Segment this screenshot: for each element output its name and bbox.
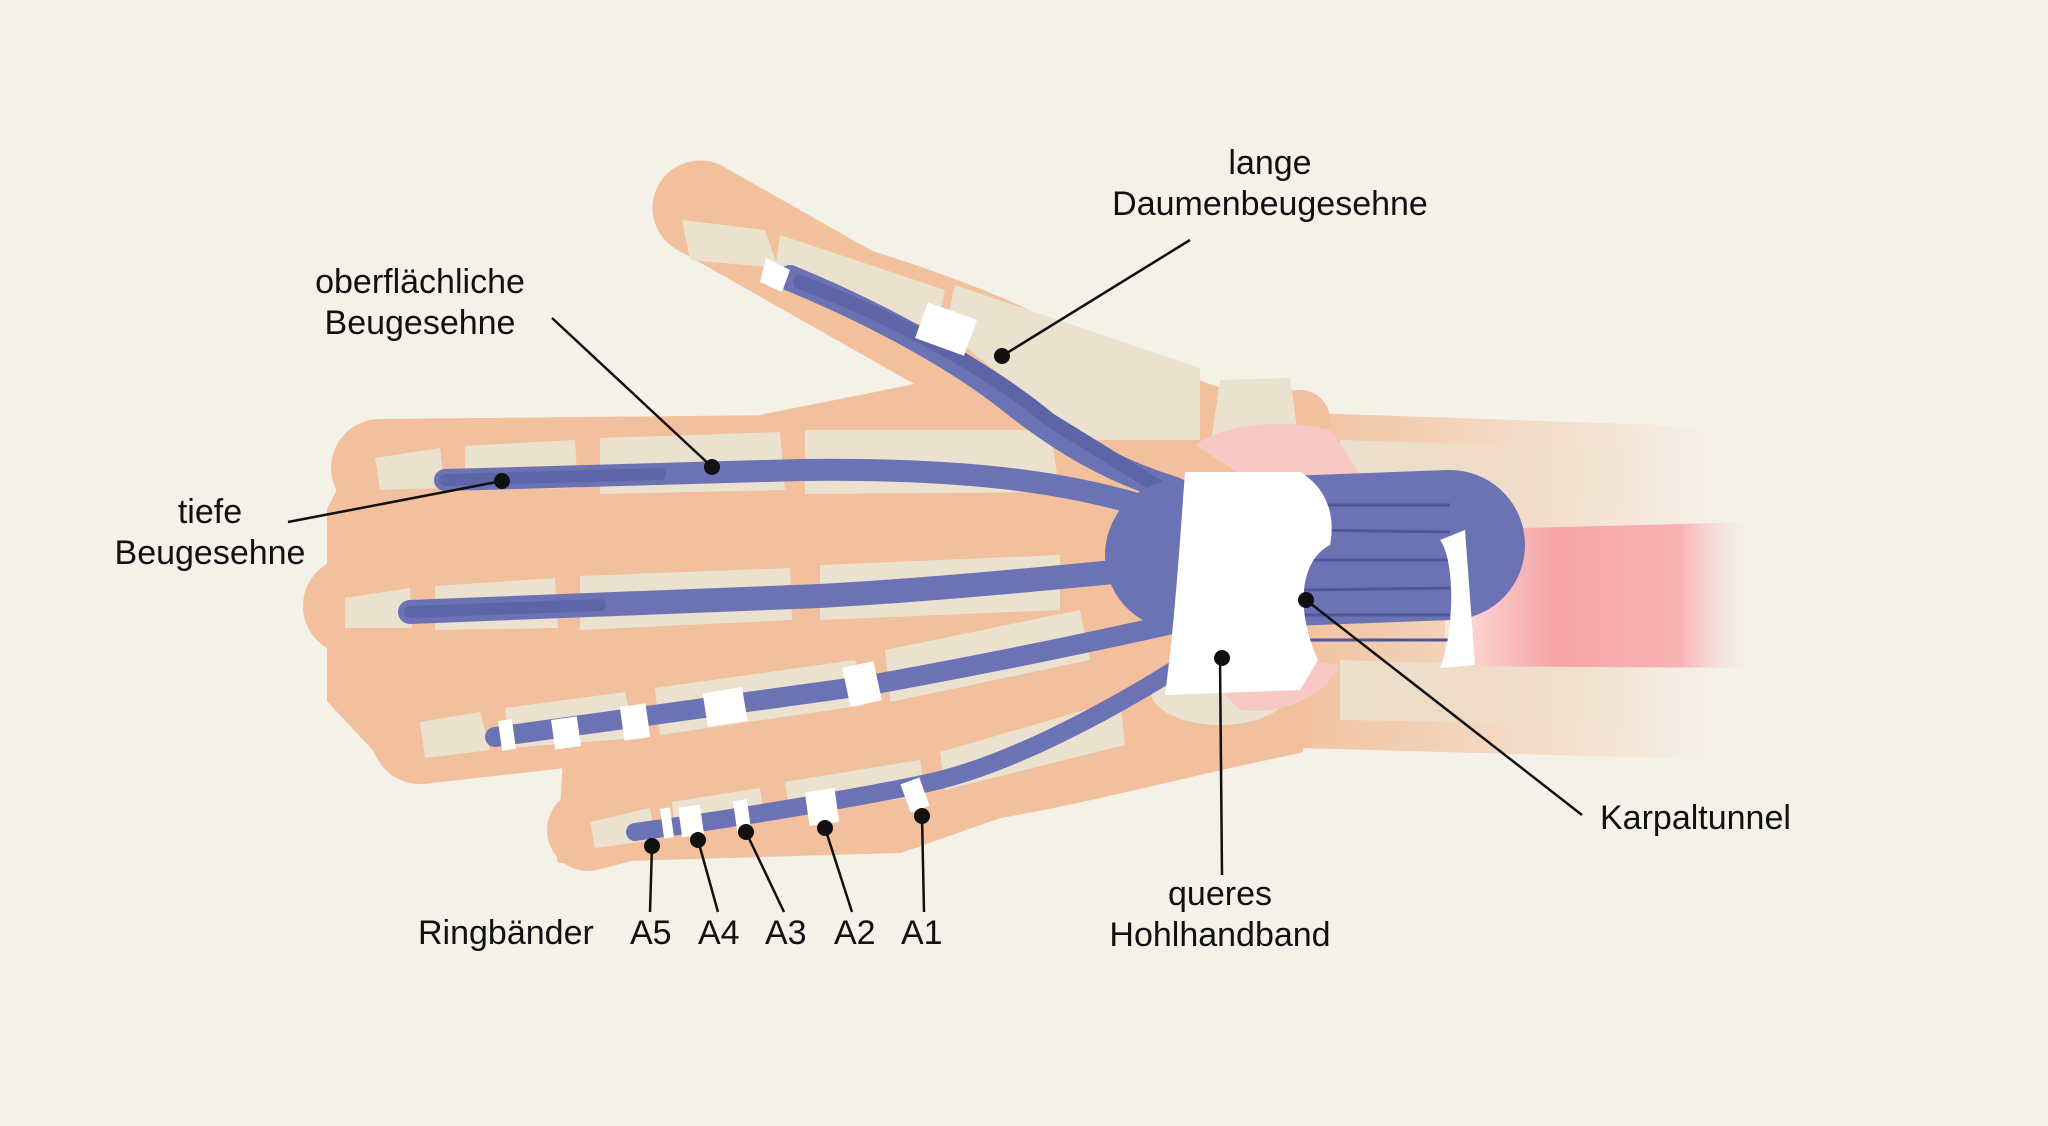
marker-a2 [817,820,833,836]
label-karpaltunnel: Karpaltunnel [1600,799,1791,837]
label-a4: A4 [698,914,740,952]
label-lange-line1: lange [1228,144,1312,182]
label-tiefe-line1: tiefe [177,493,243,531]
marker-a3 [738,824,754,840]
label-queres-line1: queres [1168,875,1272,913]
label-ringbaender: Ringbänder [418,914,594,952]
label-lange-line2: Daumenbeugesehne [1112,185,1428,223]
label-queres-hohlhandband: queres Hohlhandband [1080,874,1360,956]
label-lange-daumenbeugesehne: lange Daumenbeugesehne [1080,143,1460,225]
label-oberflaechlich-line1: oberflächliche [315,263,525,301]
label-a1: A1 [901,914,943,952]
marker-a4 [690,832,706,848]
carpal-tunnel-wrap [1440,530,1475,668]
marker-tiefe-beugesehne [494,473,510,489]
marker-a5 [644,838,660,854]
annular-ligaments [497,258,977,839]
label-queres-line2: Hohlhandband [1109,916,1331,954]
leader-lines [287,238,1583,913]
label-oberflaechlich-line2: Beugesehne [324,304,516,342]
label-a2: A2 [834,914,876,952]
label-oberflaechliche-beugesehne: oberflächliche Beugesehne [270,262,570,344]
marker-queres-hohlhandband [1214,650,1230,666]
label-tiefe-beugesehne: tiefe Beugesehne [90,492,330,574]
label-tiefe-line2: Beugesehne [114,534,306,572]
label-a5: A5 [630,914,672,952]
transverse-ligament [1165,472,1332,695]
marker-lange-daumenbeugesehne [994,348,1010,364]
marker-oberflaechliche-beugesehne [704,459,720,475]
label-a3: A3 [765,914,807,952]
marker-karpaltunnel [1298,592,1314,608]
label-markers [494,348,1314,854]
marker-a1 [914,808,930,824]
